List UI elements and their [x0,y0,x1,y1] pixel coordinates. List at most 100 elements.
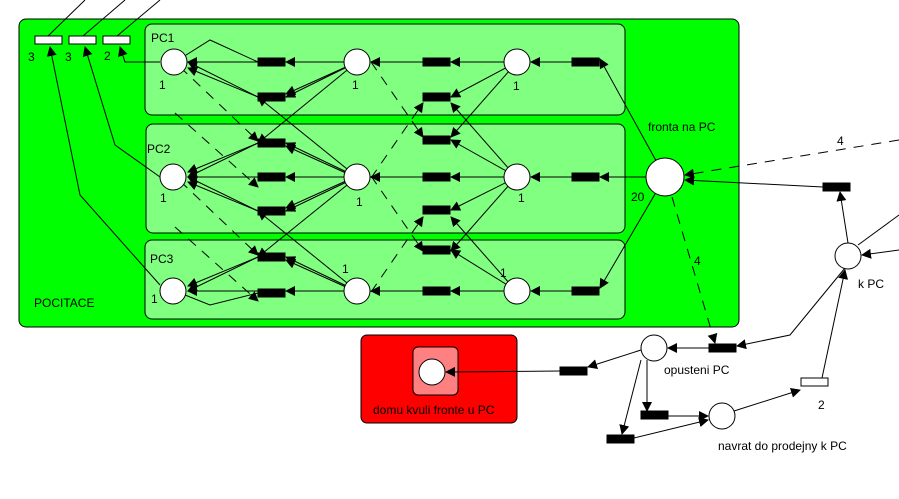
place-domu[interactable] [418,358,446,386]
tokens-pc3: 1 [151,292,158,306]
transition[interactable] [822,182,851,192]
tokens-pc2-right: 1 [518,191,525,205]
arc [257,176,358,258]
transition[interactable] [422,286,451,296]
place[interactable] [343,277,371,305]
transition[interactable] [257,92,286,102]
arc [187,142,259,174]
transition-output[interactable] [34,35,63,45]
arc [187,61,259,98]
arc [257,210,358,292]
transition[interactable] [257,252,286,262]
region-pc1 [144,23,626,116]
transition[interactable] [640,410,669,420]
transition-return[interactable] [800,377,829,387]
arc [857,214,899,246]
arc [187,66,259,98]
place[interactable] [503,277,531,305]
transition[interactable] [422,205,451,215]
arc [174,112,259,188]
arc [82,46,161,178]
arc [187,256,259,288]
transition[interactable] [257,57,286,67]
arc [450,102,518,179]
place-fronta-na-pc[interactable] [645,157,685,197]
place[interactable] [343,48,371,76]
arc [599,58,666,178]
place[interactable] [503,163,531,191]
arc [619,359,642,435]
transition[interactable] [422,135,451,145]
region-label-pocitace: POCITACE [34,296,94,310]
arc [370,102,424,179]
transition[interactable] [257,206,286,216]
place-navrat[interactable] [708,402,736,430]
transition[interactable] [708,343,737,353]
arc [116,0,161,37]
tokens-pc1: 1 [159,78,166,92]
region-label-home: domu kvuli fronte u PC [373,403,495,417]
label-to-pc: k PC [858,277,884,291]
transition[interactable] [257,172,286,182]
label-arc-weight-out: 4 [694,254,701,268]
arc [587,349,642,370]
label-return-place: navrat do prodejny k PC [718,439,847,453]
arc [370,61,424,138]
arc [257,96,358,178]
place[interactable] [343,163,371,191]
arc [445,366,561,377]
arc [82,0,126,37]
transition[interactable] [422,57,451,67]
transition[interactable] [559,366,588,376]
arc [671,196,718,344]
arc [187,180,259,212]
arc [861,248,899,259]
label-return-weight: 2 [818,398,825,412]
arc [46,46,161,286]
tokens-pc3-mid: 1 [342,262,349,276]
nodes [34,35,862,444]
transition[interactable] [571,57,600,67]
arc [733,387,801,412]
place-k-pc[interactable] [834,242,862,270]
place[interactable] [159,277,187,305]
arc [836,191,849,244]
arc [450,61,518,138]
transition[interactable] [257,138,286,148]
label-queue: fronta na PC [648,120,716,134]
label-top-t2: 3 [65,50,72,64]
tokens-pc1-right: 1 [513,79,520,93]
arc [821,269,849,379]
transition-output[interactable] [68,35,97,45]
place[interactable] [503,48,531,76]
arc [174,226,259,302]
arc [47,0,86,37]
label-top-t3: 2 [104,49,111,63]
tokens-pc3-right: 1 [500,266,507,280]
place-opusteni-pc[interactable] [640,334,668,362]
transition-output[interactable] [102,35,131,45]
transition[interactable] [606,434,635,444]
arc [684,175,824,188]
transition[interactable] [422,172,451,182]
region-pc2 [145,123,626,234]
arc [187,176,259,212]
label-arc-weight-in: 4 [837,134,844,148]
arc [370,175,424,252]
tokens-pc1-mid: 1 [352,78,359,92]
arc [174,290,259,306]
label-leave-pc: opusteni PC [664,363,730,377]
tokens-pc2-mid: 1 [356,195,363,209]
arc [633,417,709,439]
region-label-pc2: PC2 [147,142,171,156]
place[interactable] [159,163,187,191]
transition[interactable] [422,92,451,102]
place[interactable] [160,48,188,76]
arc [450,175,518,252]
transition[interactable] [571,172,600,182]
arc [450,216,518,293]
transition[interactable] [422,245,451,255]
transition[interactable] [257,288,286,298]
transition[interactable] [571,286,600,296]
